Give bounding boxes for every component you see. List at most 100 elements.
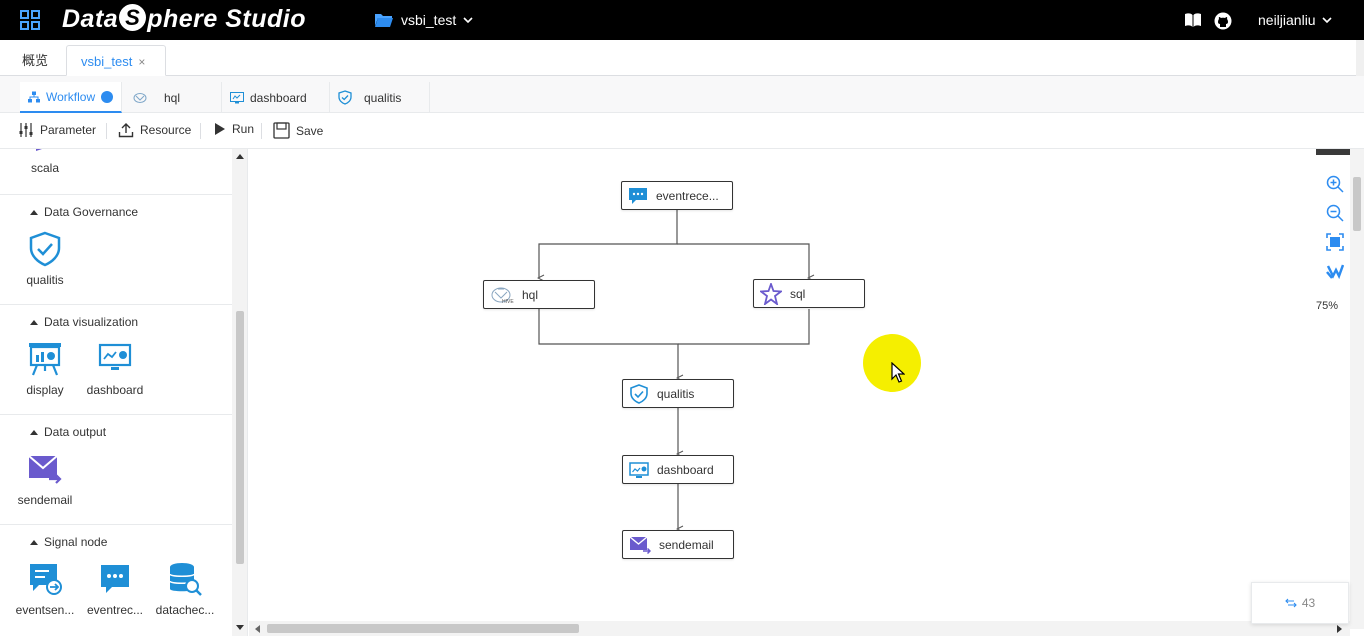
- canvas-horizontal-scrollbar[interactable]: [249, 621, 1350, 636]
- chevron-down-icon: [463, 17, 473, 24]
- workflow-node-label: sql: [790, 286, 806, 301]
- logo-sphere-icon: S: [119, 4, 147, 31]
- group-title-signal-node[interactable]: Signal node: [30, 535, 107, 549]
- palette-node-display[interactable]: display: [13, 341, 77, 397]
- workflow-node-dashboard[interactable]: dashboard: [622, 455, 734, 484]
- palette-node-label: display: [26, 383, 64, 397]
- folder-open-icon: [375, 14, 393, 27]
- chat-bubble-icon: [629, 187, 647, 204]
- group-divider: [0, 304, 232, 305]
- sidebar-scrollbar[interactable]: [232, 149, 247, 636]
- upload-icon: [118, 123, 134, 138]
- spark-star-icon: [760, 282, 782, 305]
- collapse-triangle-icon: [30, 429, 38, 435]
- subtab-workflow-label: Workflow: [46, 89, 96, 104]
- subtab-dashboard[interactable]: dashboard: [222, 82, 330, 113]
- workflow-node-qualitis[interactable]: qualitis: [622, 379, 734, 408]
- palette-node-qualitis[interactable]: qualitis: [13, 231, 77, 287]
- palette-node-eventreceiver[interactable]: eventrec...: [83, 561, 147, 617]
- unsaved-dot-icon: [101, 90, 114, 103]
- run-button[interactable]: Run: [214, 122, 254, 136]
- workflow-node-sql[interactable]: sql: [753, 279, 865, 308]
- close-icon[interactable]: ×: [138, 55, 146, 69]
- group-title-data-output[interactable]: Data output: [30, 425, 106, 439]
- palette-node-datachecker[interactable]: datachec...: [153, 561, 217, 617]
- workflow-canvas[interactable]: eventrece... HIVE hql sql qualitis: [249, 149, 1364, 636]
- app-grid-icon[interactable]: [20, 10, 40, 30]
- palette-node-label: scala: [30, 161, 59, 175]
- edge-eventreceiver-hql: [539, 210, 678, 278]
- user-menu[interactable]: neiljianliu: [1258, 12, 1332, 28]
- scrollbar-thumb[interactable]: [1353, 177, 1361, 231]
- save-label: Save: [296, 123, 324, 138]
- subtab-hql-label: hql: [164, 90, 181, 105]
- scroll-down-icon[interactable]: [236, 625, 244, 630]
- history-counter-value: 43: [1301, 596, 1316, 610]
- zoom-toolbar: [1316, 149, 1352, 284]
- dashboard-icon: [629, 461, 649, 478]
- play-icon: [215, 123, 225, 135]
- fit-screen-icon[interactable]: [1326, 233, 1344, 251]
- history-counter[interactable]: 43: [1251, 582, 1349, 624]
- scroll-up-icon[interactable]: [236, 154, 244, 159]
- workflow-toolbar: Parameter Resource Run Save: [0, 113, 1364, 149]
- parameter-button[interactable]: Parameter: [18, 122, 96, 138]
- canvas-vertical-scrollbar[interactable]: [1350, 149, 1364, 629]
- database-search-icon: [169, 563, 202, 596]
- palette-node-label: datachec...: [155, 603, 215, 617]
- subtab-hql[interactable]: hql: [124, 82, 222, 113]
- book-icon[interactable]: [1184, 12, 1202, 28]
- tab-vsbi-test[interactable]: vsbi_test×: [66, 45, 166, 76]
- workflow-node-label: sendemail: [659, 537, 714, 552]
- dashboard-icon: [230, 91, 244, 103]
- subtab-dashboard-label: dashboard: [250, 90, 307, 105]
- shield-check-icon: [29, 231, 61, 267]
- scroll-right-icon[interactable]: [1337, 625, 1342, 633]
- workflow-node-sendemail[interactable]: sendemail: [622, 530, 734, 559]
- resource-button[interactable]: Resource: [118, 122, 191, 138]
- workflow-node-eventreceiver[interactable]: eventrece...: [621, 181, 733, 210]
- resource-label: Resource: [140, 123, 192, 137]
- palette-node-scala[interactable]: scala: [13, 149, 77, 175]
- swap-arrows-icon: [1285, 598, 1297, 608]
- shield-check-icon: [338, 90, 352, 105]
- github-icon[interactable]: [1214, 12, 1232, 30]
- auto-layout-icon[interactable]: [1326, 262, 1344, 280]
- node-palette-sidebar: scala Data Governance qualitis Data visu…: [0, 149, 248, 636]
- scroll-left-icon[interactable]: [255, 625, 260, 633]
- scrollbar-thumb[interactable]: [267, 624, 579, 633]
- collapse-triangle-icon: [30, 209, 38, 215]
- workflow-subtabs: Workflow hql dashboard qualitis: [0, 76, 1364, 113]
- subtab-qualitis[interactable]: qualitis: [330, 82, 430, 113]
- zoom-in-icon[interactable]: [1326, 175, 1344, 193]
- workflow-node-hql[interactable]: HIVE hql: [483, 280, 595, 309]
- workflow-node-label: hql: [522, 287, 539, 302]
- subtab-workflow[interactable]: Workflow: [20, 82, 122, 113]
- palette-node-label: eventrec...: [86, 603, 144, 617]
- toolbar-divider: [261, 123, 262, 139]
- group-title-data-visualization[interactable]: Data visualization: [30, 315, 138, 329]
- scrollbar-thumb[interactable]: [236, 311, 244, 564]
- event-sender-icon: [30, 564, 62, 595]
- save-button[interactable]: Save: [273, 122, 323, 139]
- send-email-icon: [28, 455, 62, 484]
- toolbar-divider: [200, 123, 201, 139]
- workflow-node-label: eventrece...: [656, 188, 719, 203]
- palette-node-eventsender[interactable]: eventsen...: [13, 561, 77, 617]
- workflow-edges: [249, 210, 1364, 636]
- tab-overview[interactable]: 概览: [8, 45, 62, 76]
- zoom-percent: 75%: [1316, 300, 1339, 312]
- zoom-out-icon[interactable]: [1326, 204, 1344, 222]
- workflow-node-label: dashboard: [657, 462, 714, 477]
- send-email-icon: [629, 535, 651, 554]
- palette-node-label: dashboard: [86, 383, 144, 397]
- group-title-data-governance[interactable]: Data Governance: [30, 205, 138, 219]
- group-divider: [0, 414, 232, 415]
- palette-node-sendemail[interactable]: sendemail: [13, 451, 77, 507]
- palette-node-label: qualitis: [26, 273, 64, 287]
- group-title-label: Signal node: [44, 535, 108, 549]
- palette-node-dashboard[interactable]: dashboard: [83, 341, 147, 397]
- project-selector[interactable]: vsbi_test: [374, 12, 473, 28]
- group-title-label: Data visualization: [44, 315, 139, 329]
